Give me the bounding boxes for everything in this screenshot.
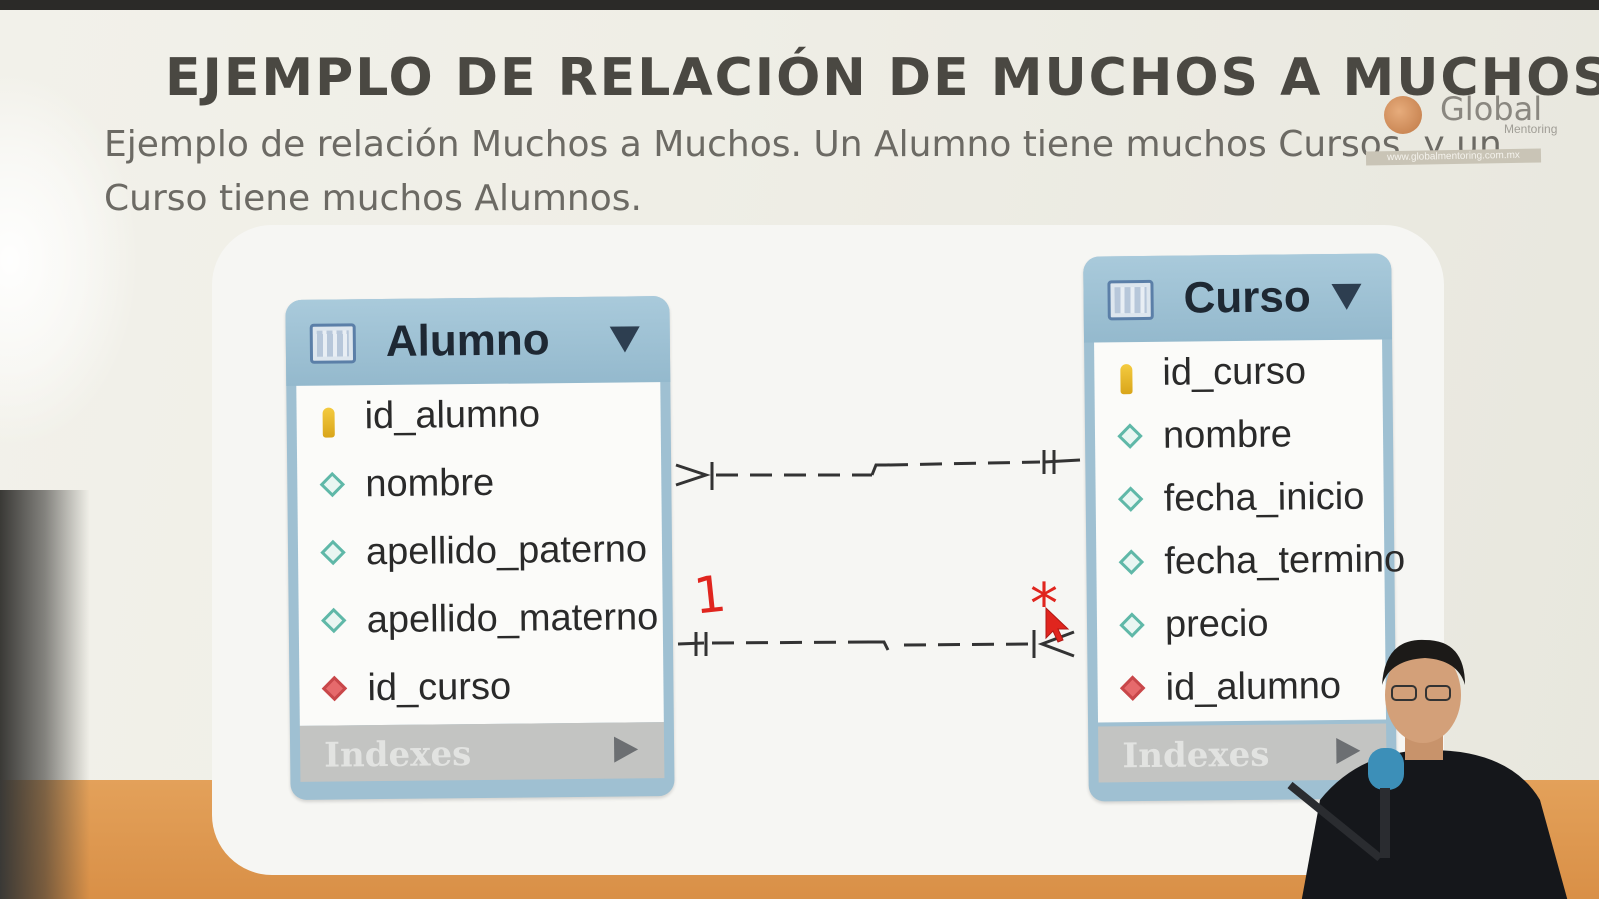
crowfoot-many-marker: [675, 463, 711, 487]
presenter-face: [1385, 647, 1461, 743]
presenter-webcam: [1287, 639, 1568, 899]
logo-globe-icon: [1384, 96, 1422, 134]
annotation-many: *: [1030, 572, 1058, 637]
slide-subtitle: Ejemplo de relación Muchos a Muchos. Un …: [104, 124, 1502, 219]
logo-word: Global: [1440, 90, 1543, 128]
screen-glare: [0, 70, 140, 450]
dashed-connector: [711, 640, 871, 645]
relationship-upper[interactable]: [675, 450, 1081, 490]
microphone-icon: [1368, 748, 1404, 790]
presenter-hair: [1382, 639, 1465, 685]
slide-title: EJEMPLO DE RELACIÓN DE MUCHOS A MUCHOS: [165, 48, 1599, 108]
slide-screen: EJEMPLO DE RELACIÓN DE MUCHOS A MUCHOS E…: [0, 10, 1599, 899]
line-start: [677, 641, 705, 646]
annotation-one: 1: [691, 564, 729, 626]
line-jog: [870, 463, 886, 476]
monitor-edge-shadow: [0, 490, 90, 899]
global-mentoring-logo: Global Mentoring www.globalmentoring.com…: [1365, 90, 1560, 170]
glasses-lens: [1425, 685, 1451, 701]
relationship-lines: [675, 450, 1081, 658]
dashed-connector: [903, 642, 1031, 647]
logo-subtext: Mentoring: [1504, 122, 1558, 136]
crowfoot-many-marker: [1037, 630, 1075, 658]
dashed-connector: [885, 460, 1041, 467]
glasses-icon: [1391, 685, 1417, 701]
mouse-cursor-icon: [1045, 606, 1070, 643]
line-end: [1043, 458, 1081, 464]
microphone-stand: [1380, 788, 1390, 858]
relationship-lower[interactable]: [677, 630, 1075, 658]
presenter-body: [1301, 750, 1568, 899]
mic-arm: [1287, 781, 1383, 862]
line-jog: [870, 640, 890, 651]
